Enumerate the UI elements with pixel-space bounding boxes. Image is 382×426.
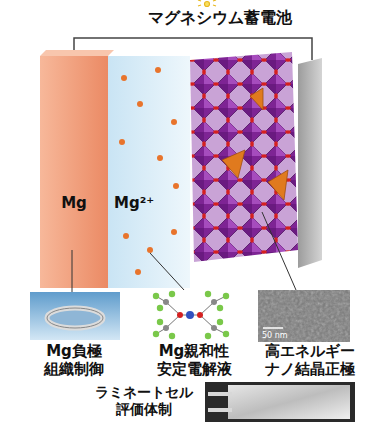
mg-disk-photo (30, 292, 120, 340)
laminate-cell-photo (205, 382, 355, 422)
scale-bar-label: 50 nm (262, 331, 302, 341)
light-bulb (198, 0, 216, 7)
electrolyte-region (108, 56, 190, 288)
node-label: Mg²⁺ (114, 194, 154, 212)
feature-caption: 高エネルギー ナノ結晶正極 (256, 342, 364, 378)
mg-anode-slab (40, 50, 114, 288)
feature-caption: Mg親和性 安定電解液 (142, 342, 246, 378)
feature-caption: Mg負極 組織制御 (22, 342, 126, 378)
electrolyte-molecule (148, 290, 236, 340)
current-collector-plate (298, 58, 322, 268)
electrolyte-box: Mg²⁺ (108, 56, 190, 288)
mg-ion-dots (119, 67, 179, 275)
crystal-cathode (185, 50, 305, 265)
diagram-title: マグネシウム蓄電池 (110, 8, 330, 27)
tem-image (258, 290, 350, 342)
leader-lines (72, 212, 296, 292)
anode-box: Mg (40, 56, 108, 288)
node-label: Mg (40, 194, 108, 212)
evaluation-caption: ラミネートセル 評価体制 (88, 384, 200, 418)
